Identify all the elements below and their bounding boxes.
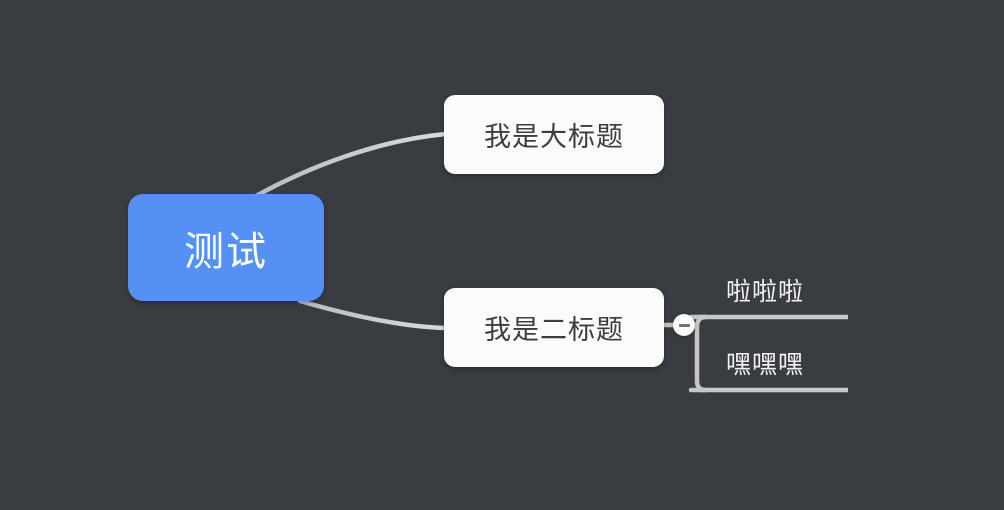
leaf-node-1-label: 啦啦啦: [726, 278, 805, 306]
leaf-node-2-label: 嘿嘿嘿: [726, 351, 805, 379]
mindmap-branch-node-2[interactable]: 我是二标题: [444, 288, 664, 367]
branch-node-1-label: 我是大标题: [484, 122, 624, 152]
mindmap-root-node[interactable]: 测试: [128, 194, 324, 301]
branch-node-2-label: 我是二标题: [484, 315, 624, 345]
edge-root-to-branch-2: [297, 298, 449, 331]
root-node-label: 测试: [184, 229, 268, 274]
mindmap-leaf-node-2[interactable]: 嘿嘿嘿: [726, 345, 850, 381]
edge-root-to-branch-1: [253, 131, 449, 199]
collapse-toggle-branch-2[interactable]: [673, 314, 695, 336]
minus-icon: [678, 323, 690, 327]
mindmap-branch-node-1[interactable]: 我是大标题: [444, 95, 664, 174]
mindmap-leaf-node-1[interactable]: 啦啦啦: [726, 272, 850, 308]
